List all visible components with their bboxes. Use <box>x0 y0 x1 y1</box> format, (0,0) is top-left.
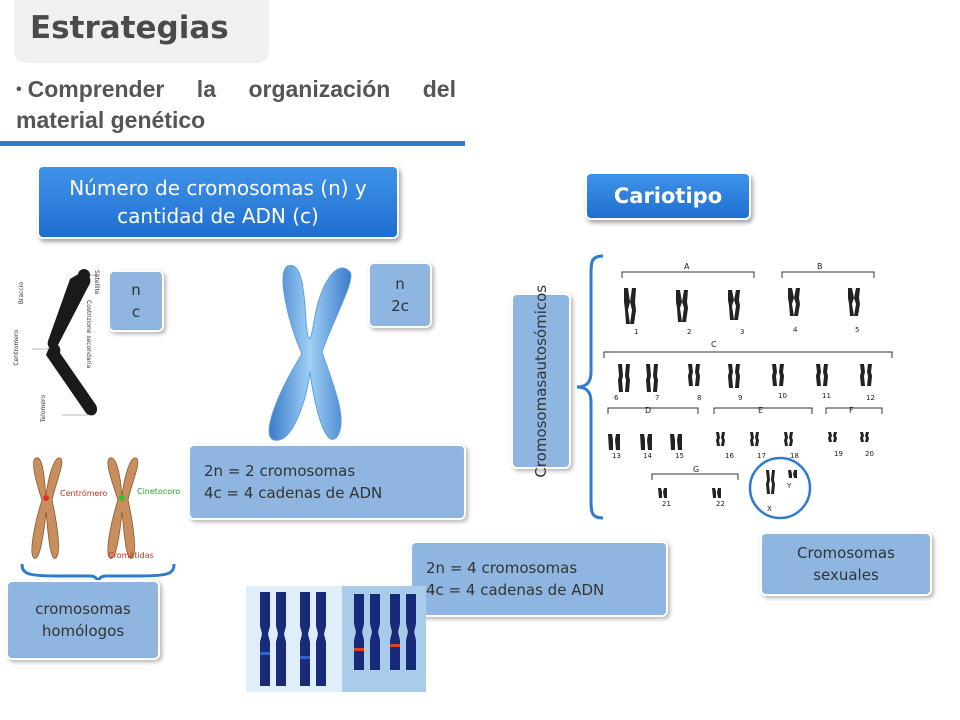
box-2n-2-cromosomas: 2n = 2 cromosomas 4c = 4 cadenas de ADN <box>188 444 466 520</box>
n2c-box-n: n <box>395 275 405 293</box>
karyotype-group-f: F <box>849 406 854 415</box>
karyotype-num-3: 3 <box>740 328 745 336</box>
title-tab <box>14 0 269 63</box>
karyotype-num-22: 22 <box>716 500 725 508</box>
karyotype-image <box>603 271 893 520</box>
label-centromero-homolog: Centrómero <box>60 489 108 498</box>
karyotype-num-19: 19 <box>834 450 843 458</box>
homologos-box: cromosomas homólogos <box>6 580 160 660</box>
karyotype-num-8: 8 <box>697 394 702 402</box>
bullet-mark: • <box>16 81 22 98</box>
nc-box-n: n <box>131 281 141 299</box>
heading-line-2: cantidad de ADN (c) <box>117 204 319 228</box>
box-2n4-line-2: 4c = 4 cadenas de ADN <box>426 581 605 599</box>
box-2n-4-cromosomas: 2n = 4 cromosomas 4c = 4 cadenas de ADN <box>410 541 668 617</box>
karyotype-group-g: G <box>693 465 700 474</box>
bullet-content: Comprender la organización del material … <box>16 76 456 133</box>
box-2n4-line-1: 2n = 4 cromosomas <box>426 559 578 577</box>
nc-box: n c <box>108 270 164 332</box>
label-centromero: Centromero <box>13 330 20 366</box>
autosomicos-line-2: autosómicos <box>532 284 550 380</box>
chromosome-pairs-image <box>246 586 426 692</box>
autosomicos-box: Cromosomas autosómicos <box>511 285 571 477</box>
header-rule <box>0 141 465 146</box>
karyotype-num-21: 21 <box>662 500 671 508</box>
box-2n2-line-1: 2n = 2 cromosomas <box>204 462 356 480</box>
karyotype-num-11: 11 <box>822 392 831 400</box>
n2c-box: n 2c <box>368 262 432 328</box>
karyotype-num-16: 16 <box>725 452 734 460</box>
heading-cromosomas-adn: Número de cromosomas (n) y cantidad de A… <box>37 165 399 239</box>
karyotype-num-14: 14 <box>643 452 652 460</box>
sexuales-line-2: sexuales <box>813 566 879 584</box>
label-cromatidas: Cromátidas <box>108 551 154 560</box>
karyotype-num-6: 6 <box>614 394 619 402</box>
karyotype-num-10: 10 <box>778 392 787 400</box>
karyotype-group-d: D <box>645 406 652 415</box>
karyotype-num-1: 1 <box>634 328 639 336</box>
autosomicos-line-1: Cromosomas <box>532 379 550 478</box>
page-title: Estrategias <box>30 10 229 46</box>
label-braccio: Braccio <box>18 282 25 305</box>
label-satellite: Satellite <box>93 270 100 295</box>
karyotype-num-7: 7 <box>655 394 660 402</box>
chromosome-structure-diagram <box>32 269 100 416</box>
karyotype-sex-y: Y <box>787 482 792 490</box>
heading-line-1: Número de cromosomas (n) y <box>69 176 367 200</box>
sexuales-box: Cromosomas sexuales <box>760 532 932 596</box>
autosomicos-bracket <box>576 254 604 520</box>
label-costrizione: Costrizione secondaria <box>85 300 92 369</box>
karyotype-num-12: 12 <box>866 394 875 402</box>
label-telomero: Telomero <box>40 395 47 423</box>
homologos-line-1: cromosomas <box>35 600 131 618</box>
karyotype-group-c: C <box>711 340 717 349</box>
sexuales-line-1: Cromosomas <box>797 544 895 562</box>
karyotype-num-17: 17 <box>757 452 766 460</box>
homologos-line-2: homólogos <box>41 622 125 640</box>
n2c-box-c: 2c <box>391 297 409 315</box>
bullet-text: •Comprender la organización del material… <box>16 74 456 136</box>
karyotype-group-e: E <box>758 406 764 415</box>
box-2n2-line-2: 4c = 4 cadenas de ADN <box>204 484 383 502</box>
karyotype-group-a: A <box>684 262 690 271</box>
karyotype-num-15: 15 <box>675 452 684 460</box>
heading-cariotipo: Cariotipo <box>585 172 751 220</box>
karyotype-group-b: B <box>817 262 823 271</box>
heading-cariotipo-text: Cariotipo <box>613 184 723 208</box>
karyotype-num-2: 2 <box>687 328 692 336</box>
karyotype-num-4: 4 <box>793 326 798 334</box>
nc-box-c: c <box>131 303 141 321</box>
homologous-chromosomes-image <box>31 457 139 559</box>
karyotype-num-5: 5 <box>855 326 860 334</box>
karyotype-num-9: 9 <box>738 394 743 402</box>
chromosome-3d-image <box>268 265 352 441</box>
karyotype-num-18: 18 <box>790 452 799 460</box>
karyotype-sex-x: X <box>767 505 772 513</box>
karyotype-num-13: 13 <box>612 452 621 460</box>
karyotype-num-20: 20 <box>865 450 874 458</box>
label-cinetocoro: Cinetocoro <box>137 487 181 496</box>
